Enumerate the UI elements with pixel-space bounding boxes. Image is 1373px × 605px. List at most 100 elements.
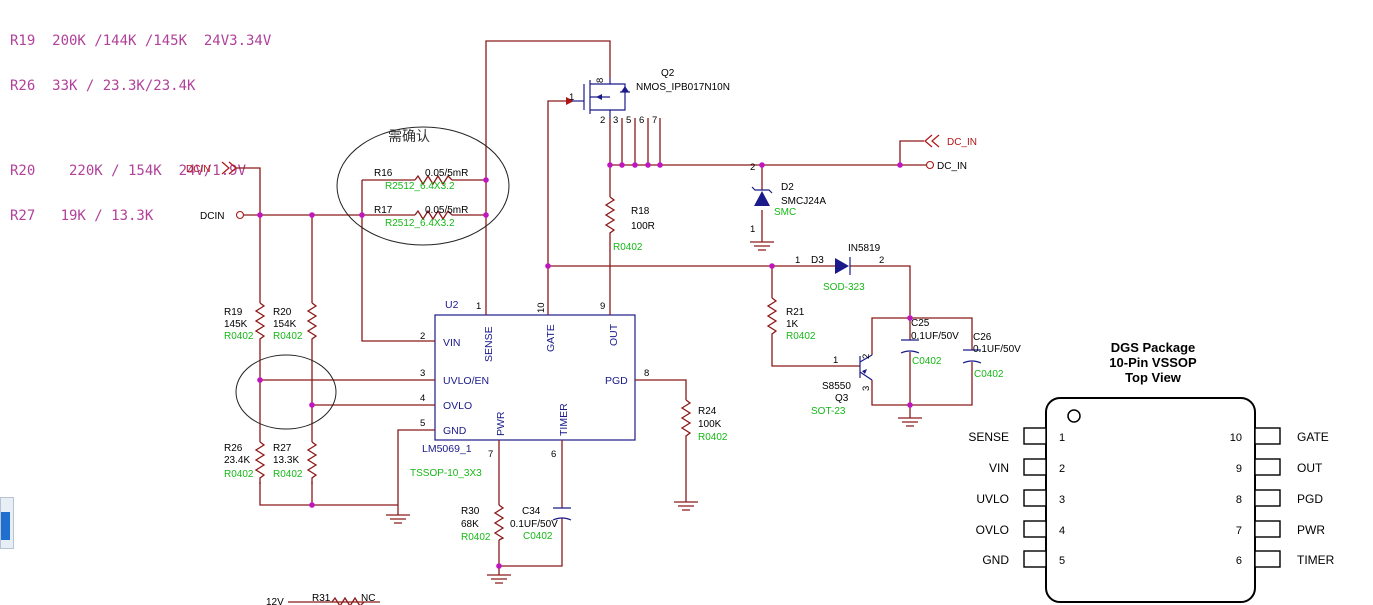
- pkg-pin-name-2: VIN: [989, 461, 1009, 475]
- r17-value: 0.05/5mR: [425, 205, 468, 216]
- r27-footprint: R0402: [273, 469, 303, 480]
- package-subtitle: 10-Pin VSSOP: [1109, 355, 1197, 370]
- r27-resistor[interactable]: R27 13.3K R0402: [273, 441, 318, 484]
- r16-value: 0.05/5mR: [425, 168, 468, 179]
- pkg-pin-num-1: 1: [1059, 432, 1065, 444]
- u2-pin-num-2: 2: [420, 331, 425, 342]
- r16-resistor[interactable]: R16 0.05/5mR R2512_6.4X3.2: [374, 168, 468, 192]
- q3-pnp-transistor[interactable]: 1 2 3 S8550 Q3 SOT-23: [811, 354, 873, 417]
- side-panel-handle[interactable]: [0, 497, 14, 549]
- q3-pin-2: 2: [861, 354, 872, 359]
- u2-pin-num-4: 4: [420, 393, 425, 404]
- dcin-net-label: DCIN: [200, 211, 224, 222]
- pkg-pin-num-9: 9: [1236, 463, 1242, 475]
- ground-icon: [487, 574, 511, 584]
- c25-ref: C25: [911, 318, 930, 329]
- pkg-pin-name-8: PGD: [1297, 492, 1323, 506]
- c25-footprint: C0402: [912, 356, 942, 367]
- d3-schottky-diode[interactable]: 1 2 D3 IN5819 SOD-323: [795, 243, 884, 293]
- dcin-port-label: DCIN: [186, 164, 210, 175]
- r19-resistor[interactable]: R19 145K R0402: [224, 302, 266, 342]
- q3-ref: Q3: [835, 393, 849, 404]
- u2-pin-num-1: 1: [476, 301, 481, 312]
- side-panel-tab[interactable]: [1, 512, 10, 540]
- pkg-pin-name-5: GND: [982, 553, 1009, 567]
- r19-ref: R19: [224, 307, 243, 318]
- d2-tvs-diode[interactable]: 2 1 D2 SMCJ24A SMC: [750, 162, 826, 251]
- d3-pin-2: 2: [879, 255, 884, 266]
- c34-capacitor[interactable]: C34 0.1UF/50V C0402: [510, 506, 572, 542]
- q3-pin-3: 3: [861, 386, 872, 391]
- package-title: DGS Package: [1111, 340, 1196, 355]
- u2-pin-num-9: 9: [600, 301, 605, 312]
- r30-ref: R30: [461, 506, 480, 517]
- ground-icon: [386, 514, 410, 524]
- pkg-pin-num-7: 7: [1236, 525, 1242, 537]
- r26-resistor[interactable]: R26 23.4K R0402: [224, 441, 266, 484]
- u2-pin-num-6: 6: [551, 449, 556, 460]
- q2-ref: Q2: [661, 68, 675, 79]
- c25-value: 0.1UF/50V: [911, 331, 959, 342]
- dc-in-net-label: DC_IN: [937, 161, 967, 172]
- r20-resistor[interactable]: R20 154K R0402: [273, 302, 318, 342]
- pkg-pin-num-5: 5: [1059, 555, 1065, 567]
- u2-pin-timer: TIMER: [558, 403, 570, 436]
- r17-resistor[interactable]: R17 0.05/5mR R2512_6.4X3.2: [374, 205, 468, 229]
- r27-ref: R27: [273, 443, 292, 454]
- uvlo-highlight-ellipse: [235, 354, 337, 430]
- c34-ref: C34: [522, 506, 541, 517]
- r24-footprint: R0402: [698, 432, 728, 443]
- wires: [236, 40, 973, 603]
- r31-resistor[interactable]: R31 NC: [312, 593, 375, 605]
- q2-part: NMOS_IPB017N10N: [636, 82, 730, 93]
- r21-footprint: R0402: [786, 331, 816, 342]
- r24-resistor[interactable]: R24 100K R0402: [674, 399, 728, 511]
- r16-footprint: R2512_6.4X3.2: [385, 181, 455, 192]
- u2-ref: U2: [445, 299, 459, 311]
- r21-value: 1K: [786, 319, 799, 330]
- r20-footprint: R0402: [273, 331, 303, 342]
- r18-resistor[interactable]: R18 100R R0402: [604, 196, 655, 253]
- d2-pin-2: 2: [750, 162, 755, 173]
- r24-ref: R24: [698, 406, 717, 417]
- q2-nmos[interactable]: 1 8 2 3 5 6 7 Q2 NMOS_IPB017N10N: [566, 68, 730, 126]
- u2-part: LM5069_1: [422, 443, 472, 455]
- note-line-r27: R27 19K / 13.3K: [10, 208, 154, 224]
- u2-pin-num-8: 8: [644, 368, 649, 379]
- d2-part: SMCJ24A: [781, 196, 826, 207]
- q2-pin-5: 5: [626, 115, 631, 126]
- dc-in-port-label: DC_IN: [947, 137, 977, 148]
- note-line-r19: R19 200K /144K /145K 24V3.34V: [10, 33, 272, 49]
- q2-pin-8: 8: [595, 78, 606, 83]
- r21-resistor[interactable]: R21 1K R0402: [766, 297, 816, 342]
- u2-pin-vin: VIN: [443, 337, 461, 349]
- r20-ref: R20: [273, 307, 292, 318]
- c26-capacitor[interactable]: C26 0.1UF/50V C0402: [962, 332, 1021, 380]
- r17-ref: R17: [374, 205, 393, 216]
- r19-value: 145K: [224, 319, 248, 330]
- q3-part: S8550: [822, 381, 851, 392]
- r18-ref: R18: [631, 206, 650, 217]
- q2-pin-2: 2: [600, 115, 605, 126]
- d3-part: IN5819: [848, 243, 881, 254]
- u2-pin-sense: SENSE: [483, 326, 495, 362]
- design-notes: R19 200K /144K /145K 24V3.34V R26 33K / …: [10, 4, 271, 239]
- u2-pin-num-5: 5: [420, 418, 425, 429]
- pkg-pin-name-10: GATE: [1297, 430, 1329, 444]
- r31-ref: R31: [312, 593, 331, 604]
- u2-lm5069[interactable]: U2 LM5069_1 TSSOP-10_3X3 VIN UVLO/EN OVL…: [410, 299, 649, 479]
- pkg-pin-name-7: PWR: [1297, 523, 1325, 537]
- r30-resistor[interactable]: R30 68K R0402: [461, 504, 511, 584]
- d3-footprint: SOD-323: [823, 282, 865, 293]
- q2-pin-3: 3: [613, 115, 618, 126]
- c25-capacitor[interactable]: C25 0.1UF/50V C0402: [898, 318, 959, 427]
- d2-ref: D2: [781, 182, 794, 193]
- r30-value: 68K: [461, 519, 479, 530]
- c34-footprint: C0402: [523, 531, 553, 542]
- note-line-r20: R20 220K / 154K 24V/1.9V: [10, 163, 247, 179]
- r30-footprint: R0402: [461, 532, 491, 543]
- u2-pin-num-7: 7: [488, 449, 493, 460]
- package-pinout-diagram: DGS Package 10-Pin VSSOP Top View SENSE …: [968, 340, 1335, 603]
- r18-footprint: R0402: [613, 242, 643, 253]
- package-body: [1045, 397, 1256, 603]
